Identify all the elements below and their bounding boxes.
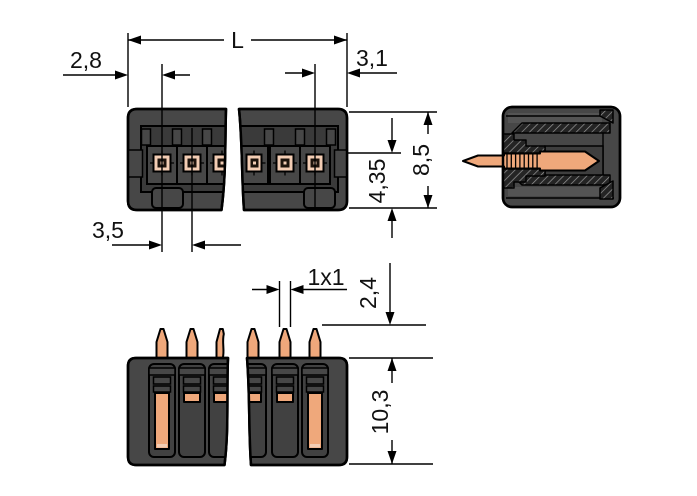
- housing-outline: [126, 107, 228, 212]
- bottom-right-housing: [245, 356, 349, 467]
- pin-slot-6: [301, 363, 329, 458]
- dimension-tip: 2,4: [322, 263, 426, 326]
- dim-label-left-end: 2,8: [70, 47, 102, 73]
- contact-tab: [247, 392, 262, 403]
- front-view: [126, 107, 349, 212]
- side-section-view: [462, 105, 622, 209]
- key-tab: [171, 128, 183, 146]
- dim-label-height: 8,5: [408, 144, 434, 176]
- contact-tab: [213, 392, 228, 403]
- dim-label-depth: 10,3: [367, 390, 393, 435]
- contact-tab: [276, 392, 294, 403]
- housing-outline: [126, 356, 230, 467]
- extension-lines: [127, 33, 348, 252]
- pin-slot-4: [247, 363, 267, 458]
- dim-label-length: L: [231, 27, 244, 53]
- keying-notch: [151, 187, 184, 209]
- housing-outline: [237, 107, 349, 212]
- contact-tab: [183, 392, 201, 403]
- key-tab: [263, 128, 275, 146]
- dimension-pitch: 3,5: [92, 217, 241, 250]
- keying-notch: [303, 187, 336, 209]
- hatched-notch-bottom-right: [599, 180, 614, 200]
- dim-label-pitch: 3,5: [92, 217, 124, 243]
- dim-label-pin-row-height: 4,35: [364, 159, 390, 204]
- pin-slot-3: [208, 363, 228, 458]
- lower-wall: [508, 187, 602, 196]
- dimension-pin-row-height: 4,35: [347, 118, 401, 238]
- contact-blade: [154, 392, 170, 450]
- pin-slot-5: [271, 363, 299, 458]
- upper-wall: [508, 113, 602, 123]
- key-tab: [325, 128, 337, 146]
- hatched-wall-top: [511, 122, 611, 134]
- knurl-marks: [506, 153, 538, 169]
- key-tab: [140, 128, 152, 146]
- solder-pins: [155, 328, 322, 359]
- key-tab: [294, 128, 306, 146]
- dimension-length: L: [128, 27, 347, 53]
- dimension-right-end: 3,1: [285, 45, 397, 78]
- dimension-annotations-bottom: 1x1 2,4 10,3: [252, 263, 433, 465]
- pin-cell: [269, 145, 301, 185]
- front-right-details: [239, 125, 347, 209]
- solder-pin-4: [246, 328, 260, 359]
- front-right-housing: [237, 107, 349, 212]
- pin-contact-5: [273, 150, 297, 176]
- pin-contact-4-cut: [245, 150, 266, 176]
- solder-pin-5: [278, 328, 292, 359]
- side-latch: [128, 149, 144, 178]
- dim-label-right-end: 3,1: [356, 45, 388, 71]
- bottom-view: [126, 328, 349, 467]
- bottom-left-housing: [126, 356, 230, 467]
- housing-outline: [245, 356, 349, 467]
- contact-pin-side: [462, 150, 600, 172]
- dimension-annotations-front: L 2,8 3,1 3,5 4,35: [63, 27, 440, 252]
- dimension-height: 8,5: [349, 111, 440, 209]
- dimension-pin-square: 1x1: [252, 264, 347, 327]
- dim-label-tip: 2,4: [355, 277, 381, 309]
- pin-contact-3-cut: [210, 150, 226, 176]
- bottom-right-details: [247, 363, 329, 458]
- dimension-depth: 10,3: [349, 357, 433, 465]
- key-tab: [201, 128, 213, 146]
- pin-slot-2: [178, 363, 206, 458]
- solder-pin-1: [155, 328, 169, 359]
- pin-slot-1: [148, 363, 176, 458]
- dimension-left-end: 2,8: [63, 47, 190, 80]
- dim-label-pin-square: 1x1: [307, 264, 344, 290]
- solder-pin-3-cut: [215, 328, 225, 359]
- contact-blade: [307, 392, 323, 450]
- side-latch: [333, 149, 347, 178]
- solder-pin-6: [308, 328, 322, 359]
- bottom-left-details: [148, 363, 228, 458]
- hatched-notch-top-right: [599, 109, 614, 124]
- side-housing-outline: [501, 105, 622, 209]
- solder-pin-2: [185, 328, 199, 359]
